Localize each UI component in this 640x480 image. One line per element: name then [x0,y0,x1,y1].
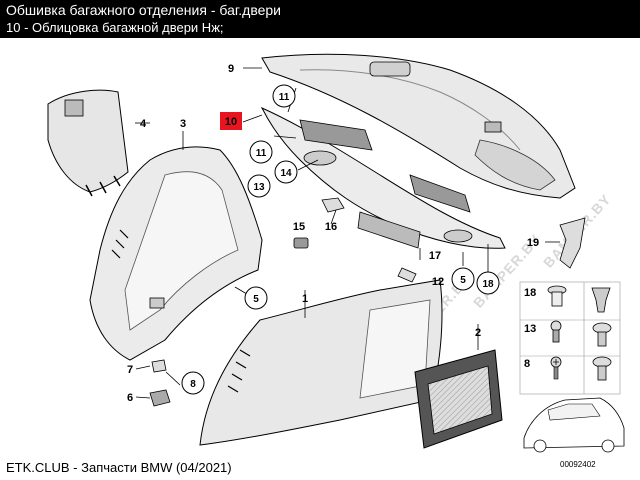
part-16-clip[interactable] [321,197,345,213]
callout-16: 16 [325,221,337,233]
callout-3: 3 [180,118,186,130]
callout-4: 4 [140,118,147,130]
callout-1: 1 [302,293,308,305]
callout-6: 6 [127,392,133,404]
page-subtitle: 10 - Облицовка багажной двери Нж; [6,20,224,35]
part-19-bracket[interactable] [559,217,586,269]
callout-5-left: 5 [253,294,259,305]
grid-label-18: 18 [524,287,536,299]
fastener-18-icon [547,285,567,307]
car-thumbnail-icon [523,397,625,453]
grid-label-8: 8 [524,358,530,370]
document-number: 00092402 [560,460,596,469]
part-7-clip[interactable] [151,359,167,373]
expanding-clip-icon [591,287,611,313]
part-6-clip[interactable] [149,389,171,407]
callout-12: 12 [432,276,444,288]
callout-14: 14 [280,168,292,179]
part-2-frame[interactable] [414,349,503,449]
clip-icon [592,356,612,381]
screw-icon [550,356,562,380]
callout-13: 13 [253,182,265,193]
push-rivet-icon [592,322,612,347]
part-3-left-side-trim[interactable] [89,146,263,361]
part-10-door-trim-lower[interactable] [260,106,506,249]
title-bar: Обшивка багажного отделения - баг.двери … [0,0,640,38]
part-17-strip[interactable] [357,211,421,249]
callout-10: 10 [225,116,237,128]
fastener-reference-grid: 18 13 8 [519,281,621,395]
part-12-clip[interactable] [397,267,417,283]
leader-lines [135,67,560,399]
page-title: Обшивка багажного отделения - баг.двери [6,2,281,18]
callout-10-highlight[interactable]: 10 [220,112,242,130]
part-9-trim-panel[interactable] [261,53,576,199]
callout-15: 15 [293,221,305,233]
callout-5-right: 5 [460,275,466,286]
callout-11-lower: 11 [256,148,267,159]
callout-19: 19 [527,237,539,249]
callout-8: 8 [190,379,196,390]
parts-diagram: 9 10 4 3 1 2 7 6 15 16 17 12 19 11 11 14… [47,53,625,453]
grid-label-13: 13 [524,323,536,335]
callout-18: 18 [482,279,494,290]
callout-2: 2 [475,327,481,339]
callout-17: 17 [429,250,441,262]
callout-7: 7 [127,364,133,376]
part-15-clip[interactable] [293,237,309,249]
part-4-side-cover[interactable] [47,89,129,197]
callout-9: 9 [228,63,234,75]
part-1-lower-side-trim[interactable] [199,279,443,446]
fastener-13-icon [550,320,562,343]
footer-source: ETK.CLUB - Запчасти BMW (04/2021) [6,460,232,475]
callout-11-upper: 11 [279,92,290,103]
